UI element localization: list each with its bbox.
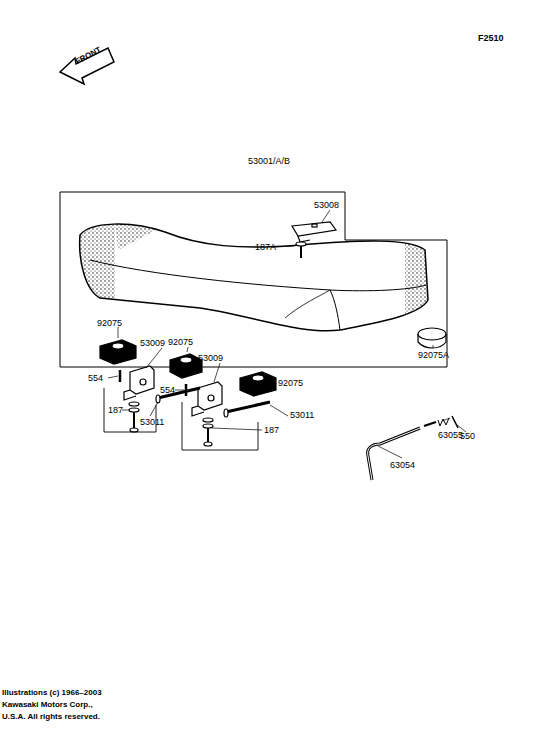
callout-number: 187 <box>108 405 123 415</box>
callout-number: 187A <box>255 242 276 252</box>
callout-number: 187A <box>255 242 276 252</box>
callout-number: 554 <box>160 385 175 395</box>
callout-number: 92075 <box>168 337 193 347</box>
callout-number: 92075 <box>278 378 303 388</box>
callout-number: 53008 <box>314 200 339 210</box>
callout-number: 92075 <box>97 318 122 328</box>
callout-number: 554 <box>88 373 103 383</box>
callout-number: 550 <box>460 431 475 441</box>
callout-number: 63055 <box>438 430 463 440</box>
callout-number: 53009 <box>198 353 223 363</box>
front-arrow-text: FRONT <box>74 45 103 66</box>
callout-number: 63054 <box>390 460 415 470</box>
callout-number: 53011 <box>140 417 164 427</box>
copyright-note: Kawasaki Motors Corp., <box>2 700 93 709</box>
copyright-note: Illustrations (c) 1966–2003 <box>2 688 102 698</box>
copyright-note: U.S.A. All rights reserved. <box>2 712 100 722</box>
callout-number: 187 <box>264 425 279 435</box>
callout-number: 63054 <box>390 460 415 470</box>
callout-number: 92075 <box>97 318 122 328</box>
part-number: 53001/A/B <box>248 156 290 166</box>
callout-number: 187 <box>264 425 279 435</box>
callout-number: 550 <box>460 431 475 441</box>
callout-number: 53009 <box>140 338 165 348</box>
callout-number: 554 <box>160 385 175 395</box>
callout-number: 63055 <box>438 430 463 440</box>
callout-number: 92075A <box>418 350 449 360</box>
figure-number: F2510 <box>478 33 504 43</box>
front-arrow-text: FRONT <box>74 45 103 67</box>
callout-number: 53011 <box>290 410 314 420</box>
callout-number: 53011 <box>290 410 314 420</box>
callout-number: 53011 <box>140 417 164 427</box>
callout-number: 53009 <box>140 338 165 348</box>
callout-number: 92075 <box>278 378 303 388</box>
callout-number: 53008 <box>314 200 339 210</box>
copyright-note: Illustrations (c) 1966–2003 <box>2 688 102 697</box>
copyright-note: Kawasaki Motors Corp., <box>2 700 93 710</box>
part-number: 53001/A/B <box>248 156 290 166</box>
callout-number: 92075A <box>418 350 449 360</box>
callout-number: 187 <box>108 405 123 415</box>
callout-number: 53009 <box>198 353 223 363</box>
callout-number: 92075 <box>168 337 193 347</box>
callout-number: 554 <box>88 373 103 383</box>
figure-number: F2510 <box>478 33 504 43</box>
copyright-note: U.S.A. All rights reserved. <box>2 712 100 721</box>
